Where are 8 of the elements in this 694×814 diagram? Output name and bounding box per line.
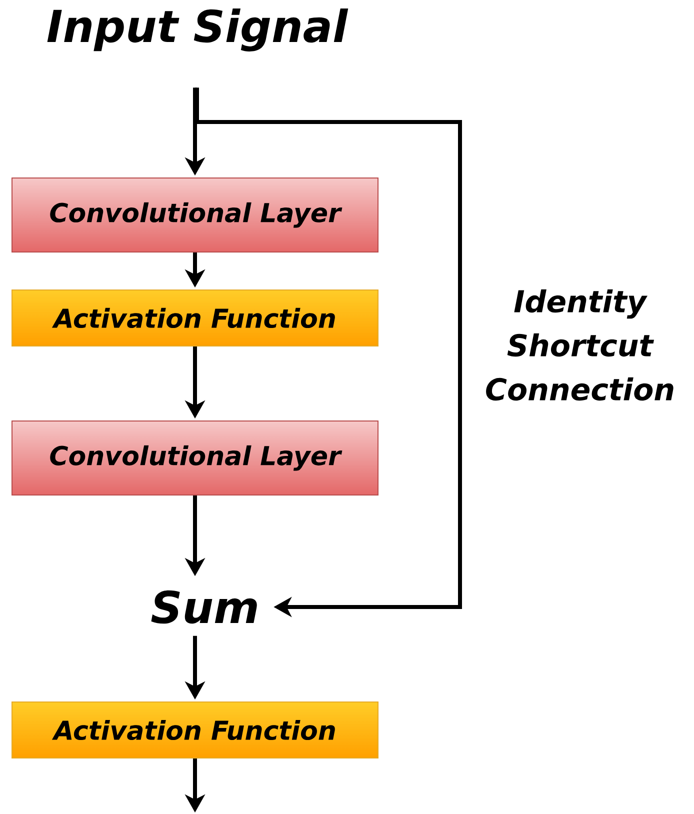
sum-label: Sum (151, 590, 257, 624)
arrow (195, 88, 462, 618)
layer-box: Convolutional Layer (12, 420, 378, 496)
heading-text: Input Signal (47, 8, 348, 52)
activation-box: Activation Function (12, 290, 378, 346)
activation-box: Activation Function (12, 702, 378, 758)
edge-label: Identity Shortcut Connection (486, 289, 674, 401)
layer-box: Convolutional Layer (12, 178, 378, 252)
